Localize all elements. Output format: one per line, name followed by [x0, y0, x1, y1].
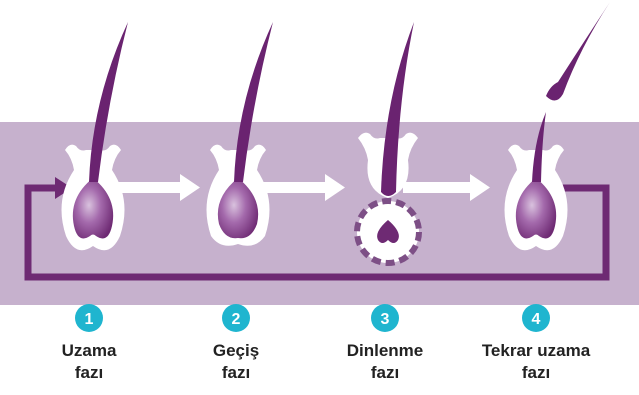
- step-label-1: Uzama fazı: [14, 340, 164, 384]
- shed-hair-icon: [546, 2, 610, 101]
- cycle-loop-icon: [24, 184, 610, 281]
- step-label-3: Dinlenme fazı: [310, 340, 460, 384]
- arrow-right-icon: [113, 174, 200, 201]
- hair-follicle-icon: [61, 22, 128, 251]
- step-label-line2: fazı: [74, 363, 104, 382]
- step-label-line1: Uzama: [61, 341, 117, 360]
- step-badge-3: 3: [371, 304, 399, 332]
- hair-follicle-icon: [206, 22, 273, 246]
- step-label-line1: Dinlenme: [346, 341, 424, 360]
- step-label-line1: Geçiş: [212, 341, 260, 360]
- hair-follicle-icon: [504, 112, 568, 251]
- step-label-line2: fazı: [521, 363, 551, 382]
- step-number: 4: [532, 311, 541, 328]
- step-label-line2: fazı: [370, 363, 400, 382]
- step-label-line2: fazı: [221, 363, 251, 382]
- heart-bulb-icon: [377, 220, 399, 243]
- step-label-line1: Tekrar uzama: [481, 341, 591, 360]
- step-badge-1: 1: [75, 304, 103, 332]
- step-label-2: Geçiş fazı: [161, 340, 311, 384]
- arrow-right-icon: [403, 174, 490, 201]
- hair-follicle-icon: [358, 22, 418, 198]
- step-number: 2: [232, 311, 241, 328]
- step-number: 1: [85, 311, 94, 328]
- arrow-right-icon: [258, 174, 345, 201]
- step-number: 3: [381, 311, 390, 328]
- step-badge-2: 2: [222, 304, 250, 332]
- cycle-arrowhead-icon: [55, 177, 72, 199]
- step-label-4: Tekrar uzama fazı: [461, 340, 611, 384]
- step-badge-4: 4: [522, 304, 550, 332]
